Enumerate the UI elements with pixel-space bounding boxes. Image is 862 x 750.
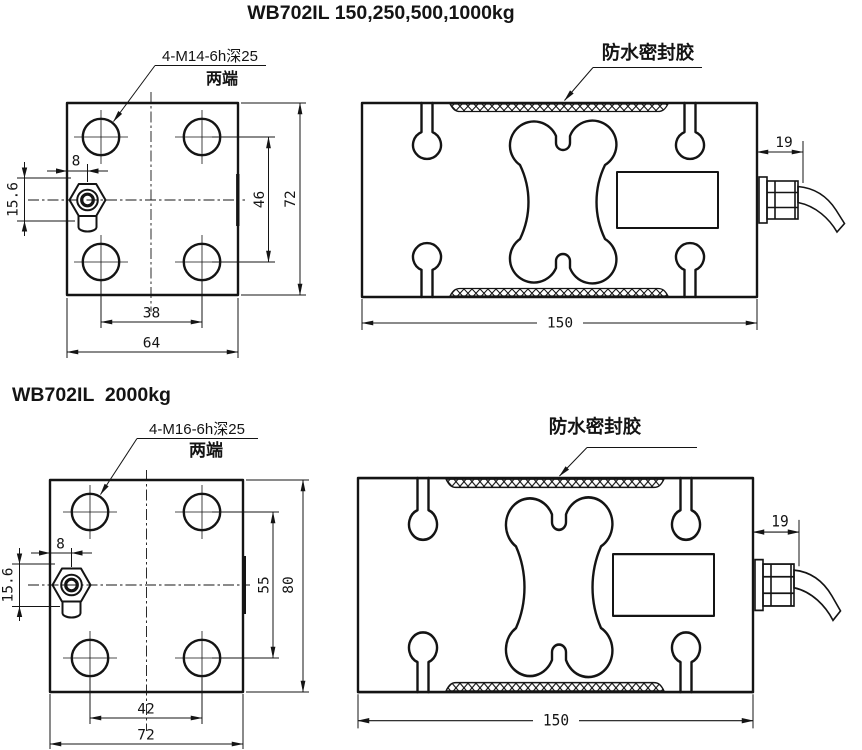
dim-text-edge-to-gland: 8	[72, 154, 81, 170]
dim-text-plate-width: 72	[137, 728, 154, 744]
plate-end-view-bottom: 4-M16-6h深25 两端 8 15.6 55 80	[1, 421, 309, 749]
dim-text-hole-span-v: 55	[257, 576, 273, 593]
sealant-label-top: 防水密封胶	[564, 42, 702, 101]
callout-spec-text: 4-M16-6h深25	[149, 421, 245, 438]
dim-hole-span-h: 42	[89, 678, 203, 724]
body-side-view-top-instance	[362, 103, 845, 332]
callout-spec-text: 4-M14-6h深25	[162, 48, 258, 65]
callout-note-text: 两端	[206, 69, 238, 88]
dim-text-hole-span-h: 38	[143, 306, 160, 322]
sealant-label-text: 防水密封胶	[602, 42, 695, 63]
dim-plate-width: 72	[49, 694, 244, 749]
dim-text-plate-width: 64	[143, 336, 161, 352]
title-top: WB702IL 150,250,500,1000kg	[247, 2, 514, 24]
sealant-label-bottom: 防水密封胶	[549, 416, 697, 477]
callout-note-text: 两端	[189, 440, 223, 460]
dim-plate-width: 64	[66, 298, 239, 358]
title-bottom: WB702IL 2000kg	[12, 384, 171, 406]
gland-barrel	[61, 601, 82, 619]
body-side-view-bottom-instance	[358, 478, 841, 730]
callout-thread-spec: 4-M16-6h深25 两端	[100, 421, 258, 496]
dim-plate-height: 80	[246, 479, 309, 693]
dim-text-gland-height: 15.6	[6, 182, 22, 217]
dim-hole-span-v: 46	[212, 136, 275, 263]
cable-gland-front	[51, 567, 92, 619]
dim-hole-span-h: 38	[100, 281, 203, 328]
dim-plate-height: 72	[241, 102, 306, 296]
cable-gland-front	[68, 183, 107, 233]
dim-edge-to-gland: 8	[47, 154, 108, 182]
sealant-label-text: 防水密封胶	[549, 416, 642, 437]
dim-gland-height: 15.6	[1, 548, 60, 621]
dim-text-gland-height: 15.6	[1, 568, 17, 603]
gland-barrel	[77, 215, 98, 233]
dim-text-hole-span-v: 46	[252, 191, 268, 208]
dim-text-plate-height: 80	[281, 576, 297, 593]
dim-hole-span-v: 55	[212, 511, 279, 659]
dim-text-plate-height: 72	[283, 190, 299, 207]
dim-text-edge-to-gland: 8	[56, 537, 65, 553]
dim-edge-to-gland: 8	[31, 537, 92, 567]
dim-text-hole-span-h: 42	[137, 702, 154, 718]
callout-thread-spec: 4-M14-6h深25 两端	[113, 48, 266, 123]
dim-gland-height: 15.6	[6, 162, 75, 236]
plate-end-view-top: 4-M14-6h深25 两端 8 15.6 46 72	[6, 48, 306, 358]
